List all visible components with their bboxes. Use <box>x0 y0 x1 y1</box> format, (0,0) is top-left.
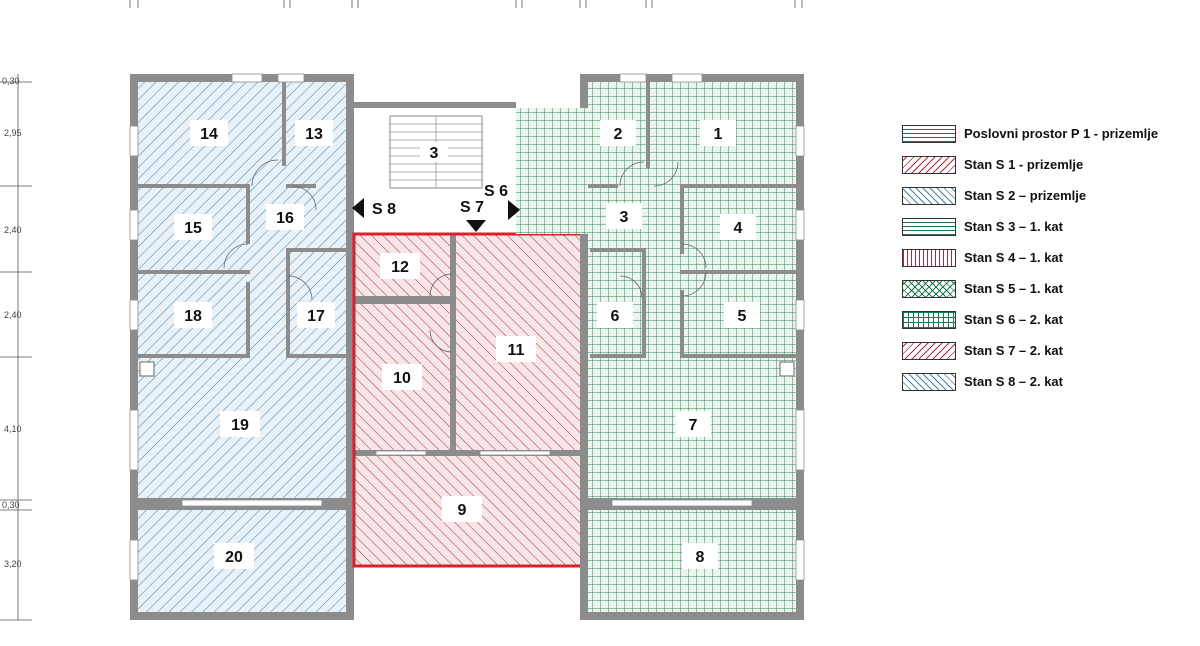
legend-label: Stan S 2 – prizemlje <box>964 188 1087 203</box>
room-label: 7 <box>689 417 698 434</box>
dimension-label: 4,10 <box>4 424 22 434</box>
legend-item: Poslovni prostor P 1 - prizemlje <box>902 118 1198 149</box>
legend-label: Poslovni prostor P 1 - prizemlje <box>964 126 1159 141</box>
legend-item: Stan S 8 – 2. kat <box>902 366 1198 397</box>
legend-item: Stan S 3 – 1. kat <box>902 211 1198 242</box>
legend-swatch <box>902 155 956 174</box>
legend-item: Stan S 2 – prizemlje <box>902 180 1198 211</box>
room-label: 15 <box>184 220 202 237</box>
legend-item: Stan S 1 - prizemlje <box>902 149 1198 180</box>
room-label: 2 <box>614 126 623 143</box>
legend-label: Stan S 6 – 2. kat <box>964 312 1063 327</box>
legend-item: Stan S 6 – 2. kat <box>902 304 1198 335</box>
room-label: 20 <box>225 549 243 566</box>
room-label: 14 <box>200 126 218 143</box>
room-label: 17 <box>307 308 325 325</box>
floor-plan: 0,30 2,95 2,40 2,40 4,10 0,30 3,20 <box>0 0 805 621</box>
legend-label: Stan S 4 – 1. kat <box>964 250 1063 265</box>
legend-item: Stan S 4 – 1. kat <box>902 242 1198 273</box>
room-label: 19 <box>231 417 249 434</box>
room-label: 18 <box>184 308 202 325</box>
legend-label: Stan S 1 - prizemlje <box>964 157 1084 172</box>
column <box>139 361 155 377</box>
legend-swatch <box>902 217 956 236</box>
legend-item: Stan S 5 – 1. kat <box>902 273 1198 304</box>
dimension-label: 0,30 <box>2 500 20 510</box>
room-labels: 14 13 15 16 18 17 19 20 12 11 10 9 2 1 3… <box>174 120 760 569</box>
entrance-markers: S 8 S 7 S 6 <box>352 183 520 232</box>
top-elevation-lines <box>129 0 803 8</box>
legend-label: Stan S 3 – 1. kat <box>964 219 1063 234</box>
entrance-label: S 7 <box>460 199 484 216</box>
room-label: 13 <box>305 126 323 143</box>
dimension-label: 0,30 <box>2 76 20 86</box>
legend-swatch <box>902 186 956 205</box>
room-label: 9 <box>458 502 467 519</box>
room-label: 6 <box>611 308 620 325</box>
dimension-line: 0,30 2,95 2,40 2,40 4,10 0,30 3,20 <box>0 74 32 621</box>
legend-swatch <box>902 124 956 143</box>
room-label: 12 <box>391 259 409 276</box>
entrance-arrow-right-icon <box>508 200 520 220</box>
legend-swatch <box>902 310 956 329</box>
legend-swatch <box>902 372 956 391</box>
legend-label: Stan S 8 – 2. kat <box>964 374 1063 389</box>
room-label: 3 <box>620 209 629 226</box>
entrance-arrow-down-icon <box>466 220 486 232</box>
legend: Poslovni prostor P 1 - prizemlje Stan S … <box>902 118 1198 397</box>
legend-swatch <box>902 341 956 360</box>
entrance-label: S 8 <box>372 201 396 218</box>
right-wing <box>516 73 805 620</box>
entrance-arrow-left-icon <box>352 198 364 218</box>
right-wing-floor <box>588 82 796 612</box>
dimension-label: 2,40 <box>4 225 22 235</box>
legend-item: Stan S 7 – 2. kat <box>902 335 1198 366</box>
dimension-label: 2,40 <box>4 310 22 320</box>
legend-label: Stan S 5 – 1. kat <box>964 281 1063 296</box>
room-label: 11 <box>508 342 525 359</box>
room-label: 8 <box>696 549 705 566</box>
room-label: 5 <box>738 308 747 325</box>
dimension-label: 3,20 <box>4 559 22 569</box>
stair-number: 3 <box>430 145 439 162</box>
legend-label: Stan S 7 – 2. kat <box>964 343 1063 358</box>
room-label: 16 <box>276 210 294 227</box>
entrance-label: S 6 <box>484 183 508 200</box>
room-label: 10 <box>393 370 411 387</box>
legend-swatch <box>902 248 956 267</box>
room-label: 1 <box>714 126 723 143</box>
column <box>779 361 795 377</box>
left-wing <box>129 73 354 620</box>
door-swings <box>223 159 707 353</box>
dimension-label: 2,95 <box>4 128 22 138</box>
left-wing-floor <box>138 82 346 612</box>
room-label: 4 <box>734 220 743 237</box>
staircase: 3 <box>354 102 516 234</box>
legend-swatch <box>902 279 956 298</box>
